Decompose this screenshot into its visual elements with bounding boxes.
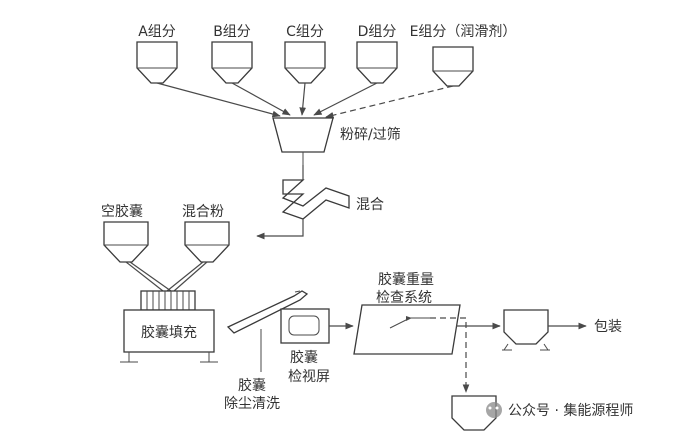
packing-label: 包装: [594, 319, 622, 335]
weight-check-label-1: 胶囊重量: [378, 271, 434, 288]
hopper-c: [284, 41, 326, 84]
inspection-screen: [280, 308, 330, 344]
reject-bin: [451, 395, 497, 431]
hopper-b-label: B组分: [213, 24, 251, 40]
reject-path: [430, 317, 470, 393]
dedust-label-2: 除尘清洗: [224, 396, 280, 412]
feed-line-b: [231, 82, 291, 116]
hopper-a-label: A组分: [138, 24, 176, 40]
mill-sieve: [272, 117, 334, 165]
dedust-label-1: 胶囊: [238, 377, 266, 394]
feed-line-e: [325, 85, 454, 119]
capsule-filler-label: 胶囊填充: [141, 324, 197, 341]
weight-check-system: [353, 304, 461, 355]
mixer-label: 混合: [356, 197, 384, 213]
wechat-icon: [486, 402, 502, 418]
inspection-label-1: 胶囊: [290, 349, 318, 366]
mixer: [281, 179, 350, 220]
mill-sieve-label: 粉碎/过筛: [340, 127, 401, 143]
capsule-filler: [120, 290, 218, 363]
mixed-powder-label: 混合粉: [182, 204, 224, 220]
watermark: 公众号 · 集能源程师: [486, 402, 633, 419]
watermark-text: 公众号 · 集能源程师: [508, 402, 633, 419]
empty-capsule-hopper: [103, 221, 149, 263]
hopper-e-label: E组分（润滑剂）: [410, 23, 517, 40]
feed-line-d: [313, 82, 378, 116]
dedust-chute: [226, 290, 309, 334]
mixer-to-powder-line: [256, 219, 304, 240]
hopper-e: [432, 46, 474, 87]
collector-hopper: [502, 309, 550, 351]
hopper-c-label: C组分: [286, 24, 324, 40]
hopper-d-label: D组分: [358, 24, 397, 40]
hopper-b: [211, 41, 253, 84]
empty-capsule-label: 空胶囊: [101, 203, 143, 220]
hopper-a: [136, 41, 178, 84]
inspection-label-2: 检视屏: [288, 369, 330, 385]
feed-line-a: [156, 82, 281, 118]
hopper-d: [356, 41, 398, 84]
mixed-powder-hopper: [184, 221, 230, 263]
weight-check-label-2: 检查系统: [376, 290, 432, 306]
feed-line-c: [299, 82, 307, 116]
